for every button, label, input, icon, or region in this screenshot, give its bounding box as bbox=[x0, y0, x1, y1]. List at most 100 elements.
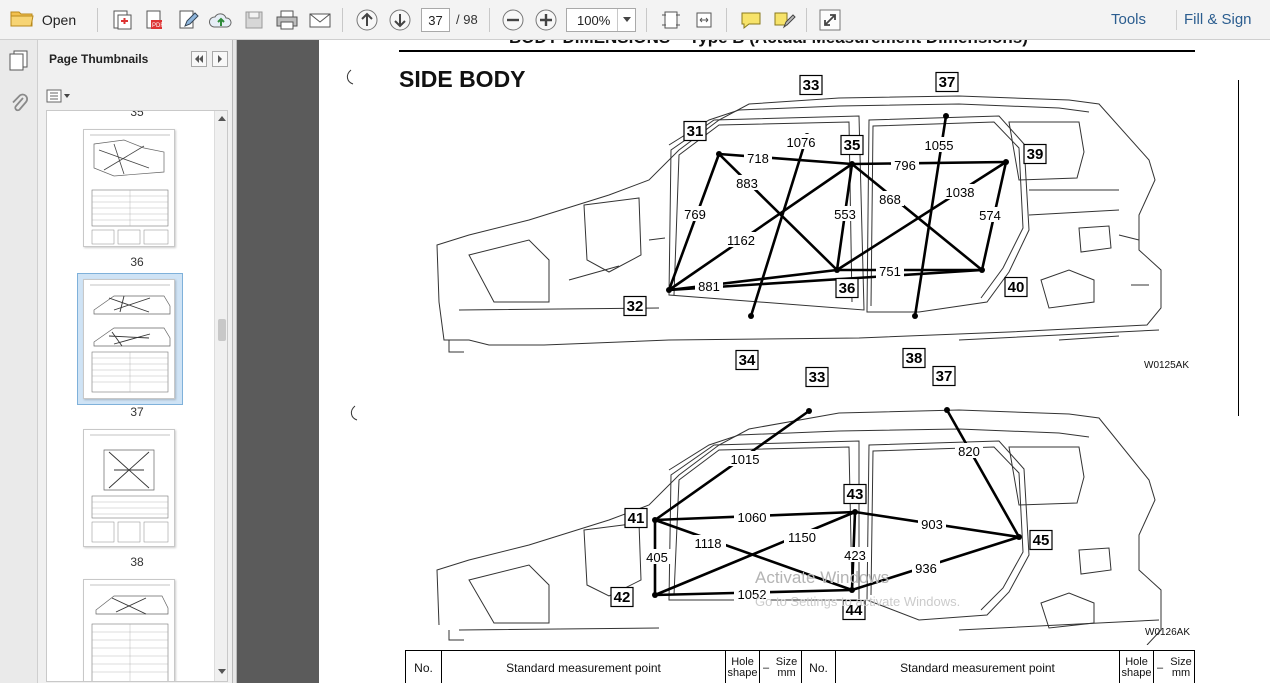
thumbnail-page-label: 36 bbox=[130, 255, 144, 269]
point-label-box bbox=[1023, 143, 1047, 165]
fill-sign-link[interactable]: Fill & Sign bbox=[1176, 10, 1270, 30]
thumbnail-page[interactable] bbox=[83, 129, 175, 247]
dimension-label-bg bbox=[891, 157, 919, 172]
next-page-icon[interactable] bbox=[386, 6, 414, 34]
point-label-box bbox=[1029, 529, 1053, 551]
point-label-box bbox=[843, 483, 867, 505]
save-icon[interactable] bbox=[240, 6, 268, 34]
expand-panel-icon[interactable] bbox=[212, 51, 228, 67]
email-icon[interactable] bbox=[306, 6, 334, 34]
thumbnail-options-button[interactable] bbox=[46, 88, 72, 104]
dimension-label: 883 bbox=[736, 176, 758, 191]
point-label: 44 bbox=[846, 602, 863, 619]
dimension-label: 820 bbox=[958, 444, 980, 459]
col-size: Size mm bbox=[1170, 656, 1192, 679]
dimension-label-bg bbox=[841, 547, 869, 562]
point-label-box bbox=[735, 349, 759, 371]
col-measurement-point: Standard measurement point bbox=[836, 651, 1120, 683]
col-size: Size mm bbox=[772, 651, 802, 683]
dimension-label-bg bbox=[876, 263, 904, 278]
toolbar-divider bbox=[726, 8, 727, 32]
point-label: 34 bbox=[739, 352, 756, 369]
section-title: SIDE BODY bbox=[399, 66, 526, 92]
paperclip-icon[interactable] bbox=[7, 91, 31, 115]
dimension-label: 1015 bbox=[731, 452, 760, 467]
point-label: 35 bbox=[844, 137, 861, 154]
point-label-box bbox=[842, 599, 866, 621]
dimension-label: 574 bbox=[979, 208, 1001, 223]
dimension-label-bg bbox=[783, 134, 819, 149]
dimension-label-bg bbox=[976, 207, 1004, 222]
tools-link[interactable]: Tools bbox=[1111, 11, 1147, 28]
dimension-label-bg bbox=[912, 560, 940, 575]
fit-width-icon[interactable] bbox=[690, 6, 718, 34]
activation-watermark-title: Activate Windows bbox=[755, 568, 890, 587]
side-body-diagram: 1076718883769116288155379686810551038574… bbox=[346, 69, 1162, 645]
page-edge-line bbox=[1238, 80, 1239, 416]
page-number-input[interactable]: 37 bbox=[421, 8, 450, 32]
point-label: 37 bbox=[936, 368, 953, 385]
dimension-label: 751 bbox=[879, 264, 901, 279]
measurement-table-header: No. Standard measurement point Hole shap… bbox=[405, 650, 1195, 683]
highlight-icon[interactable] bbox=[770, 6, 798, 34]
open-label: Open bbox=[41, 12, 77, 28]
dimension-label-bg bbox=[942, 184, 978, 199]
point-label-box bbox=[1004, 276, 1028, 298]
previous-page-icon[interactable] bbox=[353, 6, 381, 34]
point-label: 38 bbox=[906, 350, 923, 367]
dimension-label: 936 bbox=[915, 561, 937, 576]
thumbnail-list[interactable]: 35 36 bbox=[46, 110, 228, 682]
point-label: 37 bbox=[939, 74, 956, 91]
scrollbar-thumb[interactable] bbox=[218, 319, 226, 341]
point-label: 36 bbox=[839, 280, 856, 297]
col-dash: – bbox=[1156, 661, 1164, 674]
point-label-box bbox=[610, 586, 634, 608]
full-screen-icon[interactable] bbox=[816, 6, 844, 34]
col-dash: – bbox=[762, 661, 770, 674]
comment-icon[interactable] bbox=[737, 6, 765, 34]
dimension-label: 1055 bbox=[925, 138, 954, 153]
dimension-label-bg bbox=[876, 191, 904, 206]
scroll-up-icon[interactable] bbox=[218, 115, 226, 121]
zoom-level-select[interactable]: 100% bbox=[566, 8, 636, 32]
main-toolbar: Open PDF 37 / 98 bbox=[0, 0, 1270, 40]
toolbar-divider bbox=[806, 8, 807, 32]
dimension-label: 881 bbox=[698, 279, 720, 294]
page-total: / 98 bbox=[456, 12, 478, 27]
chevron-down-icon[interactable] bbox=[617, 9, 635, 31]
scroll-down-icon[interactable] bbox=[218, 669, 226, 675]
thumbnail-page[interactable] bbox=[83, 579, 175, 681]
page-thumbnails-icon[interactable] bbox=[7, 48, 31, 72]
dimension-label-bg bbox=[784, 529, 820, 544]
dimension-label: 1038 bbox=[946, 185, 975, 200]
export-pdf-icon[interactable]: PDF bbox=[140, 6, 168, 34]
fit-page-icon[interactable] bbox=[657, 6, 685, 34]
point-label: 31 bbox=[687, 123, 704, 140]
dimension-label: 769 bbox=[684, 207, 706, 222]
dimension-label: 423 bbox=[844, 548, 866, 563]
collapse-panel-icon[interactable] bbox=[191, 51, 207, 67]
thumbnail-page-current[interactable] bbox=[83, 279, 175, 399]
dimension-label-bg bbox=[643, 549, 671, 564]
zoom-out-icon[interactable] bbox=[499, 6, 527, 34]
col-measurement-point: Standard measurement point bbox=[442, 651, 726, 683]
edit-pdf-icon[interactable] bbox=[174, 6, 202, 34]
dimension-label-bg bbox=[690, 535, 726, 550]
zoom-in-icon[interactable] bbox=[532, 6, 560, 34]
thumbnail-scrollbar[interactable] bbox=[214, 111, 227, 681]
dimension-label: 718 bbox=[747, 151, 769, 166]
point-label: 33 bbox=[803, 77, 820, 94]
thumbnail-page[interactable] bbox=[83, 429, 175, 547]
create-pdf-icon[interactable] bbox=[108, 6, 136, 34]
col-hole-shape: Hole shape bbox=[726, 651, 760, 683]
dimension-label-bg bbox=[727, 451, 763, 466]
toolbar-divider bbox=[489, 8, 490, 32]
dimension-label: 1052 bbox=[738, 587, 767, 602]
point-label: 45 bbox=[1033, 532, 1050, 549]
panel-splitter[interactable] bbox=[233, 40, 237, 683]
upload-cloud-icon[interactable] bbox=[207, 6, 235, 34]
header-rule bbox=[399, 50, 1195, 52]
open-button[interactable]: Open bbox=[6, 6, 80, 34]
dimension-label-bg bbox=[921, 137, 957, 152]
print-icon[interactable] bbox=[273, 6, 301, 34]
